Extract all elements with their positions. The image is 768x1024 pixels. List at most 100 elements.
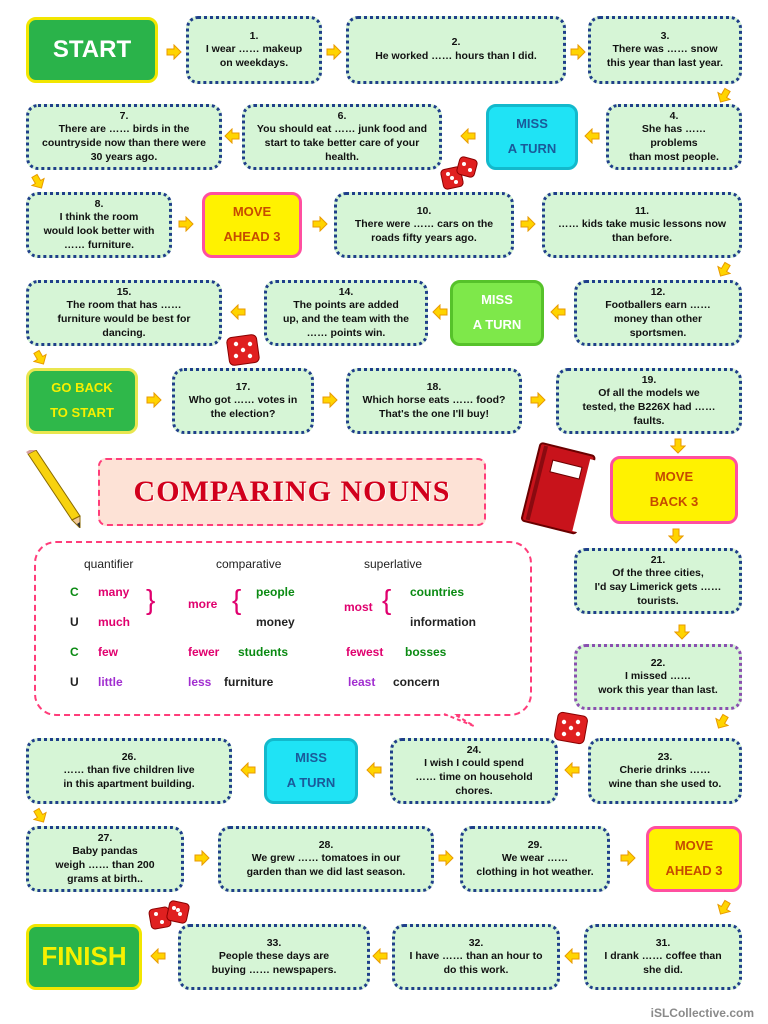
square-text: I drank …… coffee than she did. <box>604 950 722 976</box>
arrow-right-icon <box>520 216 536 232</box>
board-square-7: 7. There are …… birds in the countryside… <box>26 104 222 170</box>
special-line: GO BACK <box>51 380 113 396</box>
square-text: Cherie drinks …… wine than she used to. <box>608 764 722 790</box>
square-number: 29. <box>527 838 543 851</box>
square-text: The points are added up, and the team wi… <box>282 299 409 339</box>
header-quantifier: quantifier <box>84 557 134 571</box>
special-line: MISS <box>481 292 513 308</box>
special-line: A TURN <box>472 317 522 332</box>
board-square-2: 2. He worked …… hours than I did. <box>346 16 566 84</box>
square-text: The room that has …… furniture would be … <box>57 299 191 339</box>
noun-word: concern <box>393 675 440 689</box>
arrow-left-icon <box>460 128 476 144</box>
uncountable-marker: U <box>70 615 79 629</box>
brace-icon: { <box>232 584 242 615</box>
pencil-icon <box>26 450 81 528</box>
arrow-down-icon <box>29 805 51 827</box>
special-line: AHEAD 3 <box>223 229 281 244</box>
square-number: 1. <box>249 29 259 42</box>
arrow-right-icon <box>530 392 546 408</box>
dice-icon <box>440 156 478 190</box>
board-square-27: 27. Baby pandas weigh …… than 200 grams … <box>26 826 184 892</box>
board-square-8: 8. I think the room would look better wi… <box>26 192 172 258</box>
square-number: 11. <box>634 204 650 217</box>
arrow-down-icon <box>668 528 684 544</box>
arrow-left-icon <box>550 304 566 320</box>
arrow-right-icon <box>146 392 162 408</box>
noun-word: money <box>256 615 295 629</box>
square-text: We wear …… clothing in hot weather. <box>476 852 594 878</box>
square-text: She has …… problems than most people. <box>629 123 719 163</box>
miss-a-turn-square: MISS A TURN <box>486 104 578 170</box>
square-text: Baby pandas weigh …… than 200 grams at b… <box>55 845 155 885</box>
miss-a-turn-square: MISS A TURN <box>264 738 358 804</box>
square-text: I missed …… work this year than last. <box>598 670 718 696</box>
square-number: 19. <box>641 373 657 386</box>
special-line: BACK 3 <box>649 494 699 509</box>
square-number: 14. <box>338 285 354 298</box>
board-square-10: 10. There were …… cars on the roads fift… <box>334 192 514 258</box>
noun-word: bosses <box>405 645 447 659</box>
square-text: Of the three cities, I'd say Limerick ge… <box>594 567 722 607</box>
square-number: 6. <box>337 109 347 122</box>
arrow-right-icon <box>166 44 182 60</box>
arrow-right-icon <box>570 44 586 60</box>
arrow-left-icon <box>366 762 382 778</box>
footer-watermark: iSLCollective.com <box>650 1006 754 1020</box>
board-square-15: 15. The room that has …… furniture would… <box>26 280 222 346</box>
superlative-word: fewest <box>346 645 384 659</box>
quantifier-word: much <box>98 615 131 629</box>
square-number: 17. <box>235 380 251 393</box>
board-square-18: 18. Which horse eats …… food? That's the… <box>346 368 522 434</box>
special-line: MOVE <box>232 204 272 220</box>
arrow-left-icon <box>564 948 580 964</box>
square-text: I think the room would look better with … <box>43 211 155 251</box>
square-number: 23. <box>657 750 673 763</box>
square-text: He worked …… hours than I did. <box>375 50 537 62</box>
board-square-31: 31. I drank …… coffee than she did. <box>584 924 742 990</box>
miss-a-turn-square: MISS A TURN <box>450 280 544 346</box>
special-line: A TURN <box>286 775 336 790</box>
square-text: …… kids take music lessons now than befo… <box>557 218 727 244</box>
square-number: 7. <box>119 109 129 122</box>
arrow-left-icon <box>230 304 246 320</box>
quantifier-word: many <box>98 585 130 599</box>
special-line: A TURN <box>507 141 557 156</box>
brace-icon: { <box>382 584 392 615</box>
move-ahead-square: MOVE AHEAD 3 <box>646 826 742 892</box>
move-back-square: MOVE BACK 3 <box>610 456 738 524</box>
square-text: I have …… than an hour to do this work. <box>409 950 543 976</box>
board-square-32: 32. I have …… than an hour to do this wo… <box>392 924 560 990</box>
arrow-down-icon <box>713 259 735 281</box>
square-text: We grew …… tomatoes in our garden than w… <box>246 852 406 878</box>
square-number: 22. <box>650 656 666 669</box>
arrow-left-icon <box>564 762 580 778</box>
special-line: TO START <box>50 405 114 420</box>
square-number: 28. <box>318 838 334 851</box>
board-square-14: 14. The points are added up, and the tea… <box>264 280 428 346</box>
page-title: COMPARING NOUNS <box>133 475 451 508</box>
superlative-word: least <box>348 675 376 689</box>
board-square-22: 22. I missed …… work this year than last… <box>574 644 742 710</box>
noun-word: furniture <box>224 675 274 689</box>
bubble-tail <box>443 713 475 727</box>
square-number: 24. <box>466 743 482 756</box>
square-number: 31. <box>655 936 671 949</box>
board-square-12: 12. Footballers earn …… money than other… <box>574 280 742 346</box>
square-number: 2. <box>451 36 461 49</box>
arrow-down-icon <box>711 711 733 733</box>
brace-icon: } <box>146 584 156 615</box>
square-text: There were …… cars on the roads fifty ye… <box>354 218 494 244</box>
square-text: People these days are buying …… newspape… <box>211 950 337 976</box>
noun-word: information <box>410 615 476 629</box>
square-number: 10. <box>416 204 432 217</box>
quantifier-word: little <box>98 675 123 689</box>
special-line: MOVE <box>654 469 694 485</box>
comparative-word: less <box>188 675 212 689</box>
arrow-left-icon <box>150 948 166 964</box>
arrow-down-icon <box>670 438 686 454</box>
header-superlative: superlative <box>364 557 423 571</box>
comparative-word: fewer <box>188 645 220 659</box>
noun-word: people <box>256 585 295 599</box>
arrow-right-icon <box>178 216 194 232</box>
